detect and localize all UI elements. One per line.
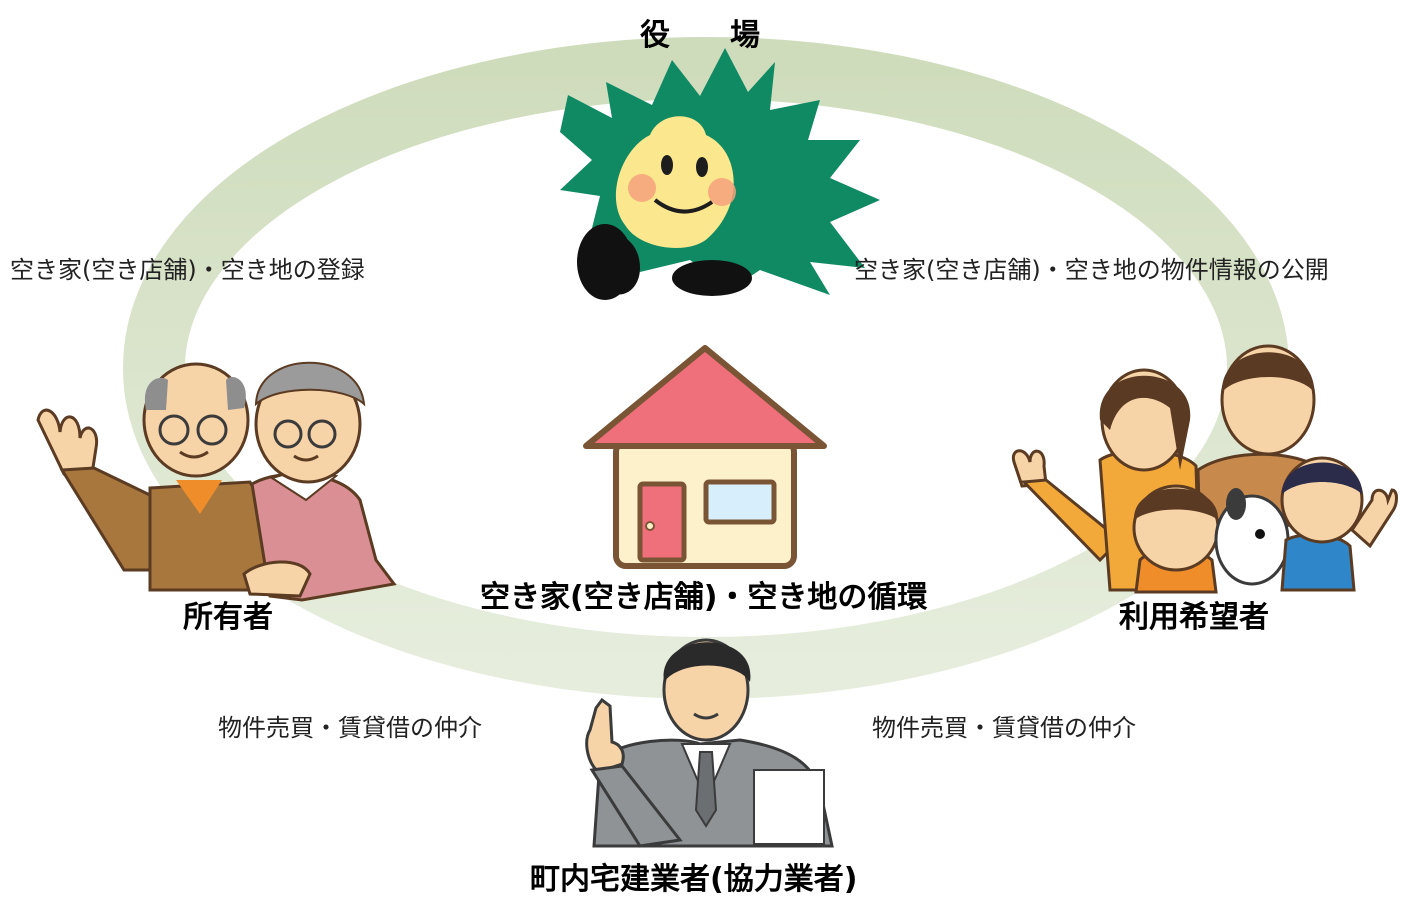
- prospective-user-label: 利用希望者: [1119, 600, 1269, 635]
- owner-label: 所有者: [183, 600, 273, 635]
- businessman-icon: [585, 638, 834, 848]
- brokerage-left-label: 物件売買・賃貸借の仲介: [218, 714, 482, 742]
- publication-flow-label: 空き家(空き店舗)・空き地の物件情報の公開: [854, 256, 1329, 284]
- town-mascot-icon: [560, 48, 880, 300]
- registration-flow-label: 空き家(空き店舗)・空き地の登録: [10, 256, 365, 284]
- elderly-couple-icon: [36, 361, 397, 602]
- cycle-center-label: 空き家(空き店舗)・空き地の循環: [480, 580, 928, 615]
- realtor-label: 町内宅建業者(協力業者): [530, 862, 858, 897]
- brokerage-right-label: 物件売買・賃貸借の仲介: [872, 714, 1136, 742]
- family-icon: [1011, 344, 1398, 594]
- town-office-label: 役 場: [640, 18, 760, 53]
- house-icon: [583, 345, 827, 569]
